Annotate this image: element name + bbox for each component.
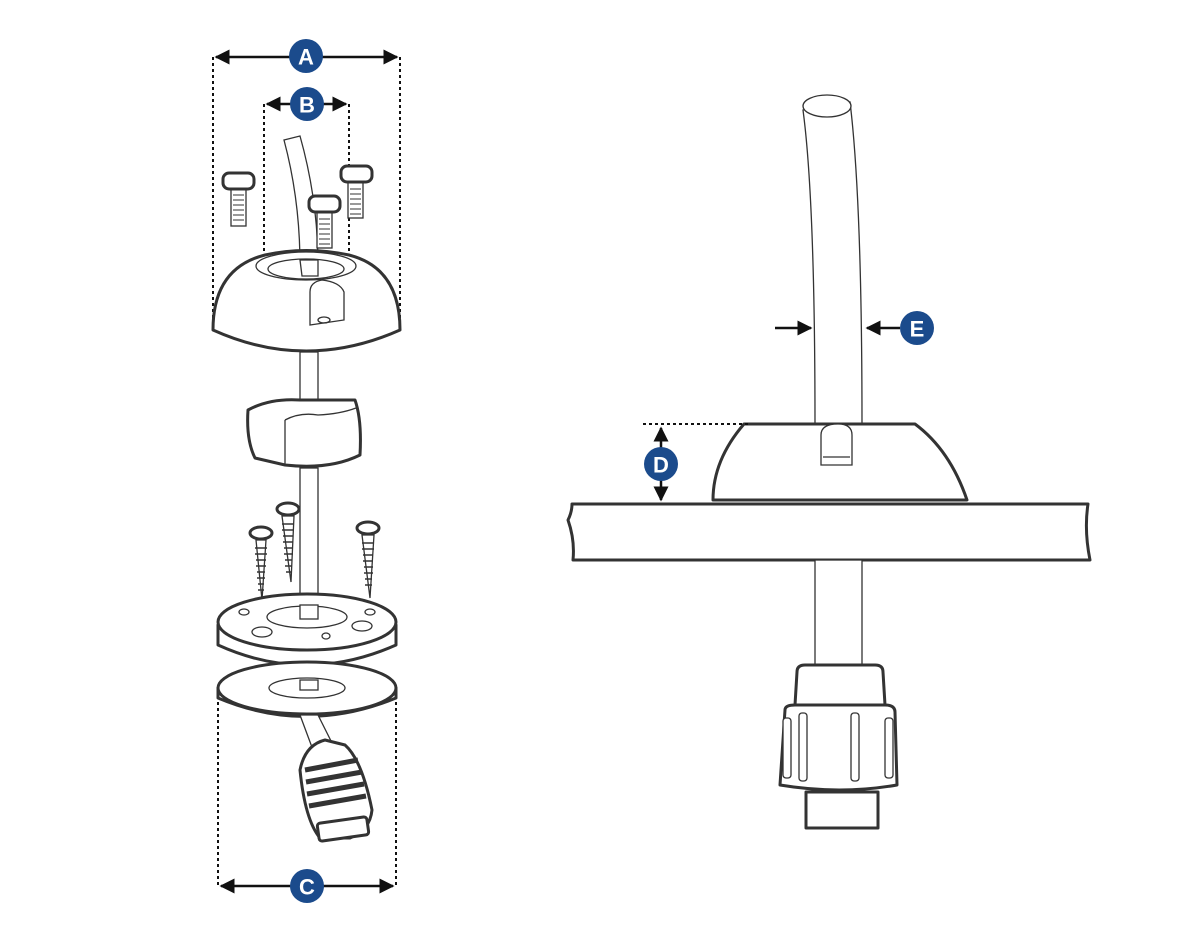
label-e: E xyxy=(900,311,934,345)
wood-screw xyxy=(355,520,381,599)
label-a: A xyxy=(289,39,323,73)
label-d-text: D xyxy=(653,453,669,478)
label-a-text: A xyxy=(298,45,314,70)
split-grommet xyxy=(246,398,362,468)
bolt xyxy=(339,164,374,219)
connector xyxy=(298,738,374,843)
cable-segment xyxy=(299,467,319,604)
gasket xyxy=(216,660,398,718)
installed-view xyxy=(566,94,1092,830)
label-d: D xyxy=(644,447,678,481)
label-b-text: B xyxy=(299,93,315,118)
dome-cover xyxy=(211,249,402,353)
base-plate xyxy=(216,592,398,667)
exploded-view xyxy=(211,49,402,894)
cable xyxy=(802,101,863,426)
label-c-text: C xyxy=(299,875,315,900)
label-b: B xyxy=(290,87,324,121)
bolt xyxy=(307,194,342,249)
mount-dome xyxy=(711,422,969,502)
bolt xyxy=(221,171,256,227)
wood-screw xyxy=(275,501,301,583)
mounting-surface xyxy=(566,502,1092,562)
cable-connector xyxy=(778,663,899,830)
label-c: C xyxy=(290,869,324,903)
label-e-text: E xyxy=(910,317,925,342)
cable-below-surface xyxy=(814,559,863,666)
wood-screw xyxy=(248,525,274,601)
